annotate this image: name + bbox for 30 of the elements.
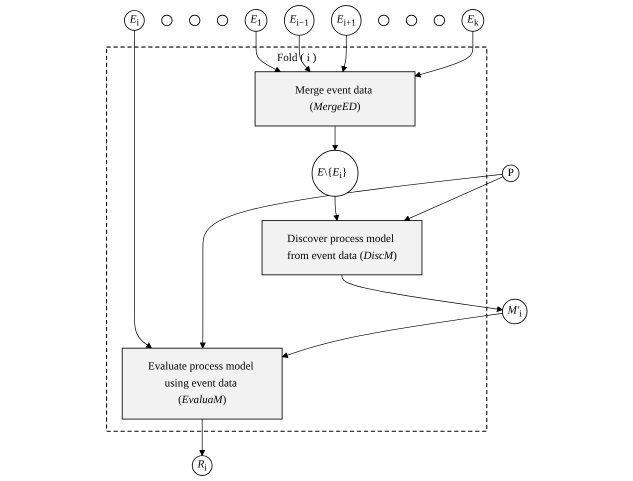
node-circle: [433, 14, 445, 26]
node-box: Evaluate process model using event data (EvaluaM): [121, 348, 282, 420]
arrow: [282, 312, 503, 358]
node-circle: [160, 14, 172, 26]
arrow: [341, 274, 502, 312]
arrow: [332, 126, 338, 151]
node-circle: [406, 14, 417, 26]
node-circle: [216, 14, 228, 26]
node-circle: E$_{i−1}$: [284, 5, 314, 36]
arrow: [198, 418, 205, 456]
node-circle: E$_{i+1}$: [330, 5, 362, 36]
arrow: [255, 30, 280, 72]
arrow: [414, 30, 473, 78]
node-circle: M'$_{i}$: [502, 298, 528, 324]
node-box: Discover process model from event data (DiscM): [261, 220, 422, 276]
node-circle: [378, 14, 389, 26]
arrow: [341, 34, 347, 72]
arrow: [298, 34, 310, 72]
node-circle: R$_{i}$: [192, 455, 212, 476]
node-circle: E$_{i}$: [124, 10, 144, 31]
node-box: Merge event data (MergeED): [254, 71, 416, 126]
node-circle: E$_{k}$: [461, 9, 484, 32]
node-circle: [188, 14, 200, 26]
arrow: [404, 176, 504, 222]
node-circle: E\{E$_{i}$}: [311, 150, 358, 197]
arrow: [134, 30, 152, 348]
node-circle: E$_{1}$: [244, 9, 268, 32]
node-circle: P: [502, 164, 520, 182]
arrow: [199, 174, 502, 348]
arrow: [332, 196, 339, 221]
